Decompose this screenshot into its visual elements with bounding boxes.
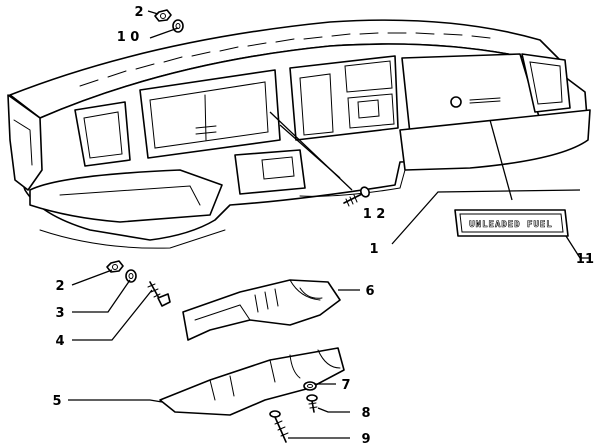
callout-11: 11 — [576, 252, 594, 267]
leader-lines — [68, 10, 590, 439]
callout-3: 3 — [55, 306, 64, 321]
callout-10: 1 0 — [117, 30, 140, 45]
nut-lower — [106, 260, 124, 273]
callout-2-top: 2 — [134, 5, 143, 20]
instrument-cluster-opening — [139, 69, 281, 159]
callout-labels: 2 1 0 1 2 1 11 2 3 4 6 5 7 8 9 — [52, 5, 594, 447]
washer-7 — [303, 381, 317, 391]
unleaded-fuel-badge: UNLEADED FUEL — [454, 209, 569, 237]
callout-5: 5 — [52, 394, 61, 409]
callout-2-lower: 2 — [55, 279, 64, 294]
defroster-vents — [79, 32, 491, 87]
glovebox — [401, 53, 541, 135]
center-console-panel — [289, 55, 399, 141]
screw-12 — [343, 186, 370, 207]
callout-1: 1 — [369, 242, 378, 257]
screw-8 — [306, 394, 318, 413]
badge-text: UNLEADED FUEL — [469, 220, 552, 230]
screw-9 — [269, 410, 289, 443]
steering-column-cover-lower — [159, 347, 345, 416]
callout-8: 8 — [361, 406, 370, 421]
callout-4: 4 — [55, 334, 64, 349]
washer-top — [172, 19, 184, 33]
callout-6: 6 — [365, 284, 374, 299]
callout-9: 9 — [361, 432, 370, 447]
left-side-vent — [74, 101, 131, 167]
nut-top — [154, 9, 172, 22]
callout-7: 7 — [341, 378, 350, 393]
washer-lower — [125, 269, 137, 283]
steering-column-cover-upper — [182, 279, 341, 341]
right-side-vent — [521, 53, 571, 113]
callout-12: 1 2 — [363, 207, 386, 222]
bolt-4 — [147, 281, 171, 307]
